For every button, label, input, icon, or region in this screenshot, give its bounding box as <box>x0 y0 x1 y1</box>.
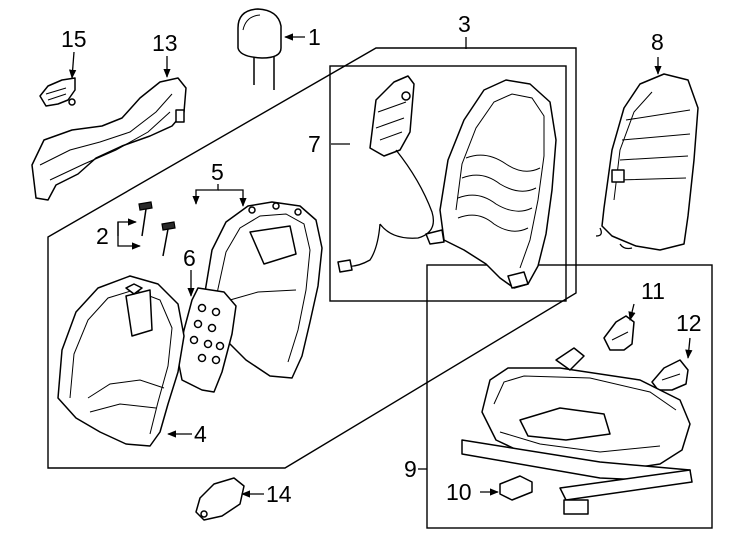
side-shield <box>31 77 187 201</box>
callout-8: 8 <box>651 29 664 55</box>
seatback-cushion <box>203 201 323 379</box>
callout-10: 10 <box>446 479 472 505</box>
callout-4: 4 <box>194 421 207 447</box>
bolt-pair <box>138 201 176 257</box>
frame-assembly-box <box>329 65 567 302</box>
callout-13: 13 <box>152 30 178 56</box>
callout-3: 3 <box>458 11 471 37</box>
callout-11: 11 <box>641 278 665 304</box>
callout-14: 14 <box>266 481 292 507</box>
seatback-frame <box>425 79 557 289</box>
callout-5: 5 <box>211 159 224 185</box>
bracket-12 <box>651 359 689 391</box>
back-cover-panel <box>595 73 699 251</box>
callout-7: 7 <box>308 131 321 157</box>
callout-2: 2 <box>96 223 109 249</box>
callout-9: 9 <box>404 456 417 482</box>
callout-12: 12 <box>676 310 702 336</box>
trim-cover-small <box>39 77 76 107</box>
control-module <box>499 475 533 501</box>
seat-track-box <box>426 264 713 529</box>
seat-cushion-track <box>461 347 693 515</box>
callout-6: 6 <box>183 245 196 271</box>
back-panel-pad <box>177 287 237 393</box>
side-airbag-module <box>337 75 435 273</box>
seatback-cover <box>57 275 185 447</box>
bracket-11 <box>603 315 635 351</box>
seat-back-group-frame <box>47 47 577 469</box>
callout-1: 1 <box>308 24 321 50</box>
callout-15: 15 <box>61 26 87 52</box>
headrest <box>237 8 282 90</box>
end-cap <box>195 477 245 521</box>
leader-lines <box>68 33 693 498</box>
